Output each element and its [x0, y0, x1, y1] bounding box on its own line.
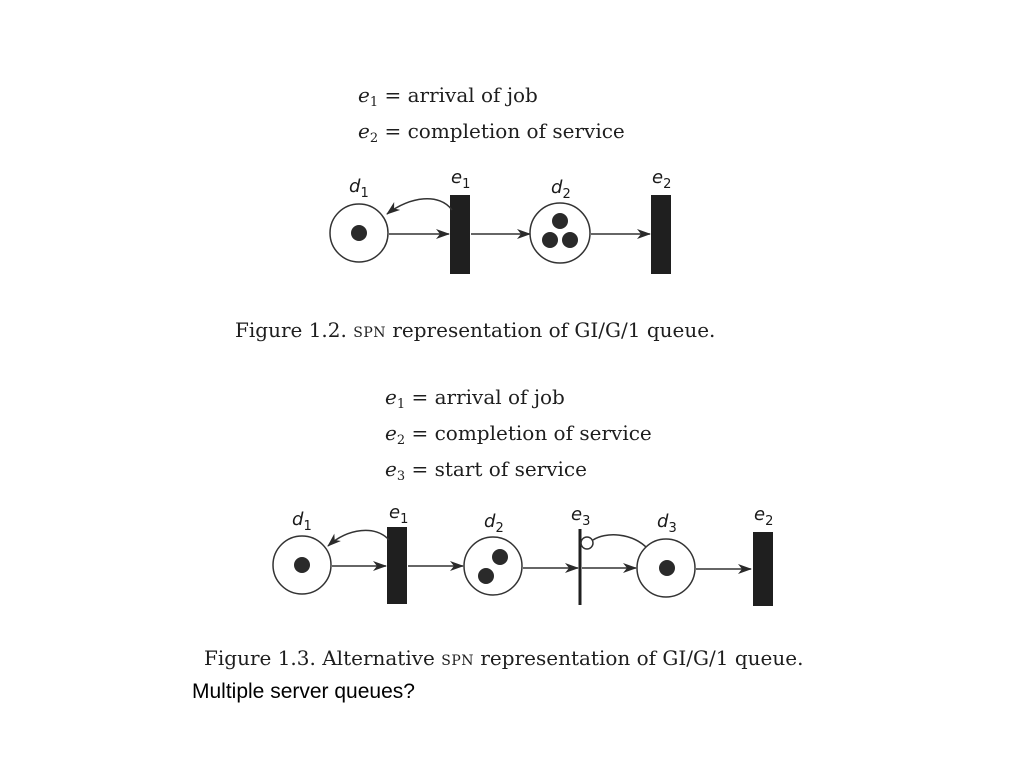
caption-smallcaps: SPN [353, 325, 386, 341]
fig13-caption: Figure 1.3. Alternative SPN representati… [204, 646, 803, 673]
fig13-label-d2: d2 [484, 511, 504, 536]
legend-definition: = completion of service [411, 421, 652, 445]
legend-subscript: 1 [369, 95, 379, 110]
caption-smallcaps: SPN [441, 653, 475, 669]
caption-prefix: Figure 1.2. [235, 318, 347, 342]
caption-text: representation of GI/G/1 queue. [480, 646, 804, 670]
fig13-transition-e1 [387, 527, 407, 604]
fig13-token [478, 568, 494, 584]
fig12-token [552, 213, 568, 229]
fig13-token [492, 549, 508, 565]
slide-question: Multiple server queues? [192, 680, 415, 703]
fig13-label-e2: e2 [754, 504, 773, 529]
fig13-legend-e1: e1 = arrival of job [385, 385, 565, 413]
legend-subscript: 2 [396, 433, 406, 448]
fig12-token [542, 232, 558, 248]
legend-definition: = start of service [411, 457, 587, 481]
fig12-caption: Figure 1.2. SPN representation of GI/G/1… [235, 318, 715, 345]
fig13-token [659, 560, 675, 576]
caption-text: representation of GI/G/1 queue. [392, 318, 716, 342]
legend-symbol: e [358, 119, 370, 143]
fig12-label-d1: d1 [349, 176, 369, 201]
fig12-token [562, 232, 578, 248]
fig12-arc-e1-to-d1 [386, 197, 453, 215]
fig13-place-d2 [463, 536, 523, 596]
legend-symbol: e [385, 385, 397, 409]
legend-symbol: e [385, 457, 397, 481]
fig13-legend-e3: e3 = start of service [385, 457, 587, 485]
fig13-inhibitor-circle [580, 536, 594, 550]
fig13-token [294, 557, 310, 573]
legend-symbol: e [385, 421, 397, 445]
legend-subscript: 3 [396, 469, 406, 484]
fig13-label-d1: d1 [292, 509, 312, 534]
legend-definition: = completion of service [384, 119, 625, 143]
caption-prefix: Figure 1.3. Alternative [204, 646, 435, 670]
fig12-place-d2 [529, 202, 591, 264]
fig12-transition-e1 [450, 195, 470, 274]
fig13-legend-e2: e2 = completion of service [385, 421, 652, 449]
legend-subscript: 2 [369, 131, 379, 146]
fig12-legend-e2: e2 = completion of service [358, 119, 625, 147]
legend-symbol: e [358, 83, 370, 107]
fig13-inhibitor-arc-d3-to-e3 [592, 534, 649, 550]
fig13-arc-e1-to-d1 [327, 529, 390, 547]
fig13-label-e1: e1 [389, 502, 408, 527]
fig13-transition-e2 [753, 532, 773, 606]
fig12-token [351, 225, 367, 241]
fig12-transition-e2 [651, 195, 671, 274]
legend-definition: = arrival of job [411, 385, 565, 409]
fig12-legend-e1: e1 = arrival of job [358, 83, 538, 111]
fig12-label-e2: e2 [652, 167, 671, 192]
fig13-label-e3: e3 [571, 504, 590, 529]
legend-definition: = arrival of job [384, 83, 538, 107]
fig12-label-e1: e1 [451, 167, 470, 192]
legend-subscript: 1 [396, 397, 406, 412]
fig12-label-d2: d2 [551, 177, 571, 202]
fig13-label-d3: d3 [657, 511, 677, 536]
